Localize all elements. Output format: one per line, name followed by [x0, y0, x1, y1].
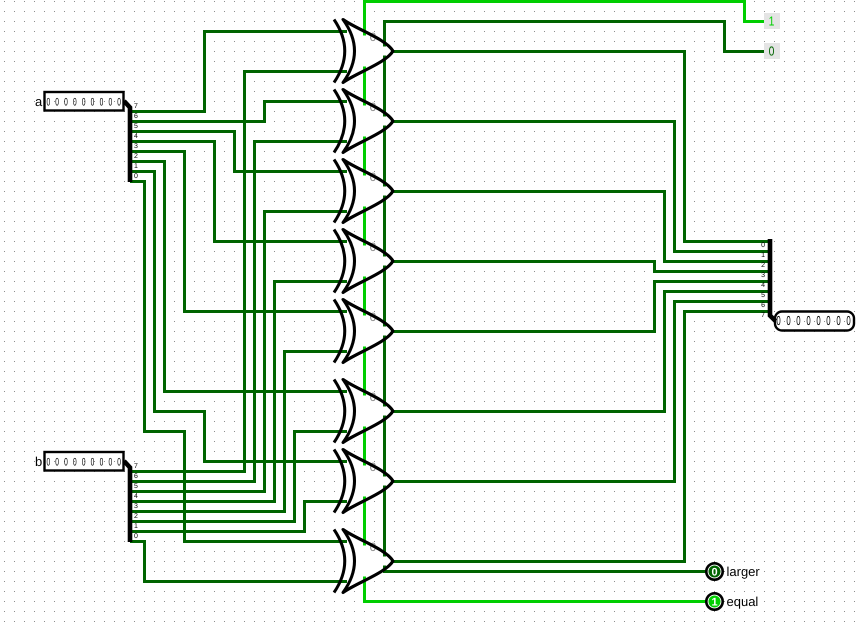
- svg-text:0: 0: [100, 456, 104, 468]
- svg-text:0: 0: [91, 96, 95, 108]
- svg-text:6: 6: [134, 473, 138, 480]
- svg-text:2: 2: [134, 153, 138, 160]
- svg-text:4: 4: [761, 282, 765, 289]
- svg-text:0: 0: [73, 456, 77, 468]
- svg-text:2: 2: [134, 513, 138, 520]
- svg-text:1: 1: [134, 523, 138, 530]
- svg-text:0: 0: [836, 313, 840, 328]
- svg-text:7: 7: [134, 103, 138, 110]
- svg-text:0: 0: [769, 44, 775, 59]
- svg-text:0: 0: [108, 96, 112, 108]
- svg-text:0: 0: [100, 96, 104, 108]
- svg-text:0: 0: [776, 313, 780, 328]
- svg-text:1: 1: [711, 597, 717, 609]
- svg-text:2: 2: [761, 262, 765, 269]
- svg-text:4: 4: [134, 133, 138, 140]
- svg-text:0: 0: [55, 456, 59, 468]
- svg-text:3: 3: [761, 272, 765, 279]
- svg-text:0: 0: [117, 456, 121, 468]
- svg-text:7: 7: [761, 312, 765, 319]
- svg-text:0: 0: [134, 533, 138, 540]
- svg-text:0: 0: [806, 313, 810, 328]
- svg-text:7: 7: [134, 463, 138, 470]
- svg-text:5: 5: [134, 483, 138, 490]
- svg-text:1: 1: [134, 163, 138, 170]
- svg-text:0: 0: [73, 96, 77, 108]
- svg-text:3: 3: [134, 143, 138, 150]
- svg-text:6: 6: [134, 113, 138, 120]
- svg-text:0: 0: [761, 242, 765, 249]
- svg-text:0: 0: [46, 456, 50, 468]
- svg-text:larger: larger: [727, 564, 761, 579]
- svg-text:5: 5: [761, 292, 765, 299]
- svg-text:3: 3: [134, 503, 138, 510]
- svg-text:0: 0: [786, 313, 790, 328]
- svg-text:0: 0: [46, 96, 50, 108]
- svg-text:0: 0: [846, 313, 850, 328]
- svg-text:0: 0: [117, 96, 121, 108]
- svg-text:1: 1: [769, 14, 775, 29]
- svg-text:0: 0: [82, 96, 86, 108]
- svg-text:0: 0: [91, 456, 95, 468]
- svg-text:0: 0: [108, 456, 112, 468]
- svg-text:0: 0: [55, 96, 59, 108]
- svg-text:b: b: [35, 454, 42, 469]
- svg-text:0: 0: [64, 96, 68, 108]
- svg-text:0: 0: [826, 313, 830, 328]
- svg-text:0: 0: [796, 313, 800, 328]
- svg-text:4: 4: [134, 493, 138, 500]
- svg-text:equal: equal: [727, 594, 759, 609]
- svg-text:0: 0: [82, 456, 86, 468]
- svg-text:0: 0: [134, 173, 138, 180]
- svg-text:0: 0: [816, 313, 820, 328]
- svg-text:0: 0: [711, 567, 717, 579]
- svg-text:1: 1: [761, 252, 765, 259]
- svg-text:6: 6: [761, 302, 765, 309]
- svg-text:5: 5: [134, 123, 138, 130]
- svg-text:0: 0: [64, 456, 68, 468]
- svg-text:a: a: [35, 94, 43, 109]
